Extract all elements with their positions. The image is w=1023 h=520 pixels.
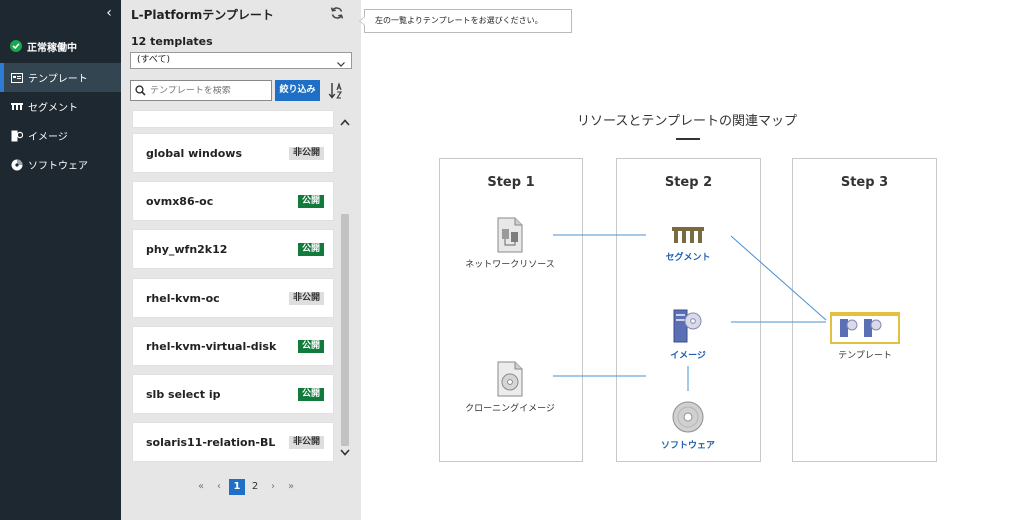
network-resource-label: ネットワークリソース <box>465 260 555 270</box>
sidebar-item-image[interactable]: イメージ <box>0 121 121 150</box>
template-name: rhel-kvm-oc <box>146 291 220 305</box>
segment-icon <box>10 101 23 113</box>
pagination: « ‹ 1 2 › » <box>193 479 301 495</box>
check-circle-icon <box>10 40 22 52</box>
page-2-button[interactable]: 2 <box>251 481 259 492</box>
scrollbar-thumb[interactable] <box>341 214 349 446</box>
template-count: 12 templates <box>131 35 213 48</box>
step-1-title: Step 1 <box>487 175 535 190</box>
step-2-title: Step 2 <box>664 175 713 190</box>
sidebar-item-label: ソフトウェア <box>28 161 88 172</box>
system-status: 正常稼働中 <box>10 38 77 54</box>
status-badge: 非公開 <box>288 147 324 160</box>
search-field[interactable] <box>130 80 272 101</box>
status-badge: 公開 <box>297 340 324 353</box>
template-list-panel: L-Platformテンプレート 12 templates (すべて) 絞り込み… <box>121 0 361 520</box>
cloning-image-icon <box>497 361 523 397</box>
step-1-column: Step 1 <box>439 158 583 462</box>
image-icon <box>10 130 23 142</box>
next-page-button[interactable]: › <box>271 481 275 492</box>
status-label: 正常稼働中 <box>27 42 77 54</box>
prev-page-button[interactable]: ‹ <box>217 481 221 492</box>
image-node[interactable]: イメージ <box>648 308 728 361</box>
sort-icon <box>328 82 342 99</box>
chevron-left-icon: ‹ <box>106 5 112 21</box>
chevron-up-icon[interactable] <box>339 118 351 130</box>
template-icon <box>830 312 900 344</box>
template-icon <box>10 72 23 84</box>
software-icon <box>10 159 23 171</box>
sidebar-item-label: テンプレート <box>28 74 88 85</box>
refresh-button[interactable] <box>330 5 346 21</box>
template-card[interactable]: rhel-kvm-oc 非公開 <box>132 278 334 318</box>
sidebar-item-segment[interactable]: セグメント <box>0 92 121 121</box>
status-badge: 非公開 <box>288 436 324 449</box>
filter-select[interactable]: (すべて) <box>130 52 352 69</box>
list-scrollbar[interactable] <box>339 118 351 463</box>
sidebar-item-label: セグメント <box>28 103 78 114</box>
image-icon <box>673 309 702 343</box>
search-input[interactable] <box>150 85 268 96</box>
panel-title: L-Platformテンプレート <box>131 8 274 22</box>
template-card[interactable]: ovmx86-oc 公開 <box>132 181 334 221</box>
chevron-down-icon[interactable] <box>339 448 351 460</box>
template-card[interactable]: phy_wfn2k12 公開 <box>132 229 334 269</box>
template-name: slb select ip <box>146 387 221 401</box>
template-name: rhel-kvm-virtual-disk <box>146 339 277 353</box>
template-list: global windows 非公開 ovmx86-oc 公開 phy_wfn2… <box>131 110 338 470</box>
network-resource-icon <box>497 217 523 253</box>
template-name: ovmx86-oc <box>146 194 214 208</box>
template-card[interactable]: global windows 非公開 <box>132 133 334 173</box>
status-badge: 公開 <box>297 195 324 208</box>
refresh-icon <box>330 7 344 19</box>
network-resource-node: ネットワークリソース <box>462 217 558 270</box>
cloning-image-node: クローニングイメージ <box>462 361 558 414</box>
step-3-title: Step 3 <box>840 175 889 190</box>
chevron-down-icon <box>337 58 345 73</box>
segment-node[interactable]: セグメント <box>648 224 728 263</box>
sidebar-item-label: イメージ <box>28 132 68 143</box>
status-badge: 非公開 <box>288 292 324 305</box>
step-3-column: Step 3 <box>792 158 937 462</box>
sort-button[interactable] <box>328 81 346 101</box>
template-node: テンプレート <box>825 310 905 361</box>
first-page-button[interactable]: « <box>197 481 205 492</box>
cloning-image-label: クローニングイメージ <box>465 404 555 414</box>
page-1-button[interactable]: 1 <box>229 479 245 495</box>
software-icon <box>672 401 704 433</box>
collapse-sidebar-button[interactable]: ‹ <box>102 4 116 22</box>
list-item[interactable] <box>132 110 334 128</box>
template-card[interactable]: solaris11-relation-BL 非公開 <box>132 422 334 462</box>
template-card[interactable]: rhel-kvm-virtual-disk 公開 <box>132 326 334 366</box>
template-name: global windows <box>146 146 243 160</box>
narrow-button[interactable]: 絞り込み <box>275 80 320 101</box>
map-title: リソースとテンプレートの関連マップ <box>577 114 797 129</box>
sidebar: ‹ 正常稼働中 テンプレート セグメント イメージ ソフトウェア <box>0 0 121 520</box>
filter-selected-value: (すべて) <box>137 55 171 65</box>
sidebar-item-template[interactable]: テンプレート <box>0 63 121 92</box>
template-label: テンプレート <box>838 351 892 361</box>
search-icon <box>135 81 146 100</box>
last-page-button[interactable]: » <box>287 481 295 492</box>
segment-icon <box>672 227 704 243</box>
software-link[interactable]: ソフトウェア <box>660 441 715 451</box>
template-name: phy_wfn2k12 <box>146 242 228 256</box>
template-name: solaris11-relation-BL <box>146 435 276 449</box>
segment-link[interactable]: セグメント <box>665 253 711 263</box>
template-card[interactable]: slb select ip 公開 <box>132 374 334 414</box>
title-divider <box>676 138 700 140</box>
hint-tooltip: 左の一覧よりテンプレートをお選びください。 <box>359 9 572 33</box>
sidebar-item-software[interactable]: ソフトウェア <box>0 150 121 179</box>
status-badge: 公開 <box>297 388 324 401</box>
software-node[interactable]: ソフトウェア <box>648 400 728 451</box>
image-link[interactable]: イメージ <box>670 351 706 361</box>
status-badge: 公開 <box>297 243 324 256</box>
